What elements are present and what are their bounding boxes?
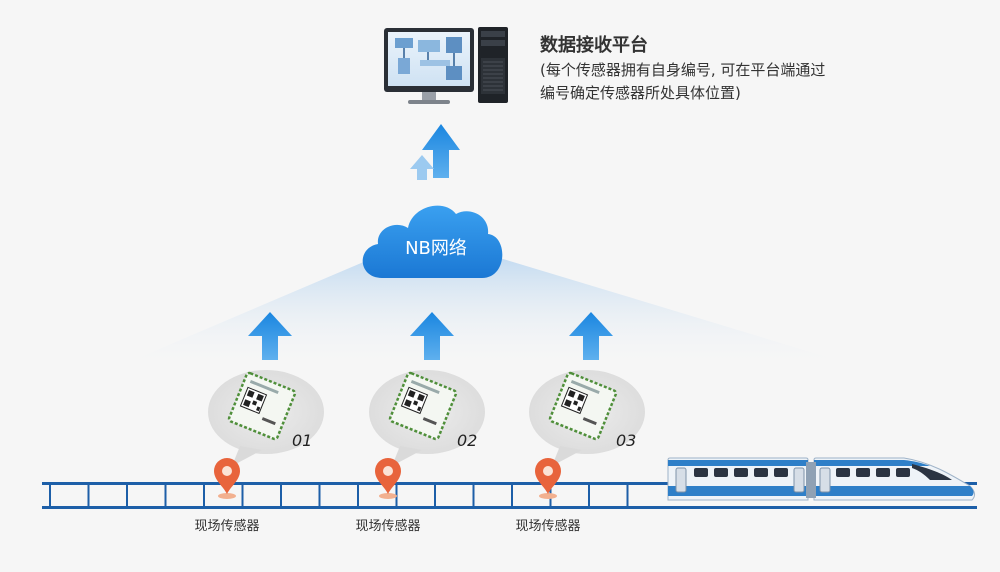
arrow-up-icon	[410, 124, 460, 180]
platform-description: (每个传感器拥有自身编号, 可在平台端通过 编号确定传感器所处具体位置)	[540, 61, 826, 102]
location-pin-icon	[535, 458, 561, 499]
node-number-3: 03	[616, 431, 637, 450]
chip-icon	[548, 371, 618, 441]
sensor-label-1: 现场传感器	[194, 519, 260, 534]
location-pin-icon	[214, 458, 240, 499]
node-number-1: 01	[292, 431, 313, 450]
network-beam	[110, 255, 870, 370]
train-icon	[667, 457, 976, 501]
computer-icon	[384, 27, 508, 104]
cloud-icon	[362, 205, 503, 278]
node-number-2: 02	[457, 431, 478, 450]
sensor-label-3: 现场传感器	[515, 519, 581, 534]
sensor-label-2: 现场传感器	[355, 519, 421, 534]
cloud-label: NB网络	[405, 238, 467, 259]
platform-title: 数据接收平台	[540, 35, 648, 56]
location-pin-icon	[375, 458, 401, 499]
